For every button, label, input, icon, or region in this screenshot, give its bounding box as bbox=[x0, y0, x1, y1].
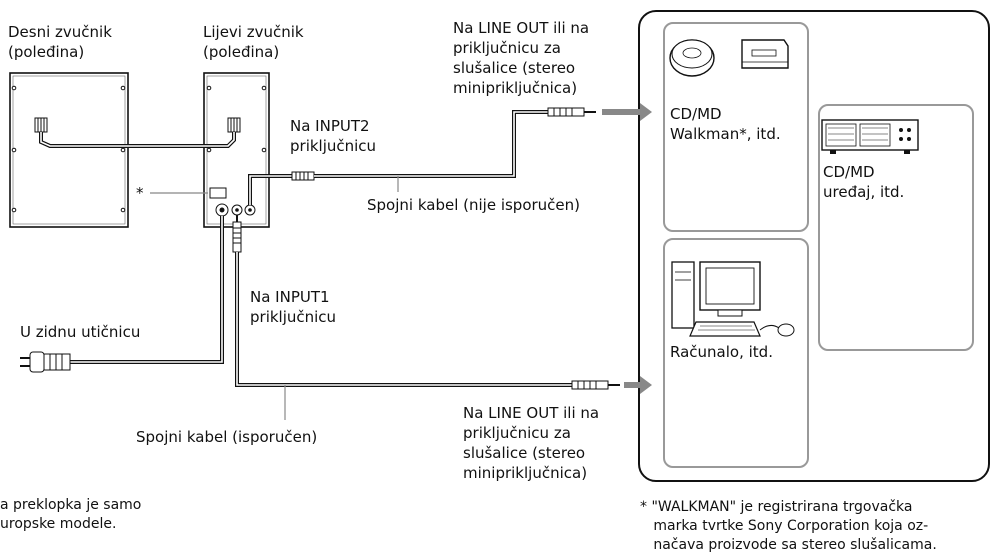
input1-label: Na INPUT1 priključnicu bbox=[250, 288, 337, 326]
cable-not-supplied-label: Spojni kabel (nije isporučen) bbox=[367, 196, 581, 214]
right-speaker-label: Desni zvučnik (poleđina) bbox=[8, 23, 112, 61]
computer-icon bbox=[671, 261, 795, 337]
asterisk-label: * bbox=[136, 184, 144, 202]
md-walkman-icon bbox=[741, 39, 789, 69]
left-speaker bbox=[203, 72, 270, 228]
cd-walkman-icon bbox=[669, 39, 715, 77]
cable-supplied-label: Spojni kabel (isporučen) bbox=[136, 428, 318, 446]
power-cable bbox=[20, 216, 224, 373]
wall-outlet-label: U zidnu utičnicu bbox=[20, 323, 141, 341]
footnote-left: a preklopka je samo uropske modele. bbox=[0, 497, 142, 532]
cd-md-deck-icon bbox=[821, 119, 919, 154]
left-speaker-terminal bbox=[227, 117, 241, 133]
input2-cable bbox=[248, 107, 596, 205]
footnote-right: * "WALKMAN" je registrirana trgovačka ma… bbox=[640, 499, 937, 553]
input1-cable bbox=[232, 215, 620, 390]
right-speaker bbox=[9, 72, 129, 228]
input2-label: Na INPUT2 priključnicu bbox=[290, 117, 377, 155]
voltage-switch bbox=[209, 187, 227, 199]
wall-plug-icon bbox=[43, 353, 71, 371]
arrow-to-computer-icon bbox=[624, 376, 652, 394]
arrow-to-walkman-icon bbox=[602, 103, 652, 121]
computer-label: Računalo, itd. bbox=[670, 343, 773, 361]
line-out-top-label: Na LINE OUT ili na priključnicu za sluša… bbox=[453, 19, 590, 97]
cd-md-walkman-label: CD/MD Walkman*, itd. bbox=[670, 105, 781, 143]
left-speaker-label: Lijevi zvučnik (poleđina) bbox=[203, 23, 304, 61]
right-speaker-terminal bbox=[34, 117, 48, 133]
cd-md-device-label: CD/MD uređaj, itd. bbox=[823, 163, 905, 201]
line-out-bottom-label: Na LINE OUT ili na priključnicu za sluša… bbox=[463, 404, 600, 482]
